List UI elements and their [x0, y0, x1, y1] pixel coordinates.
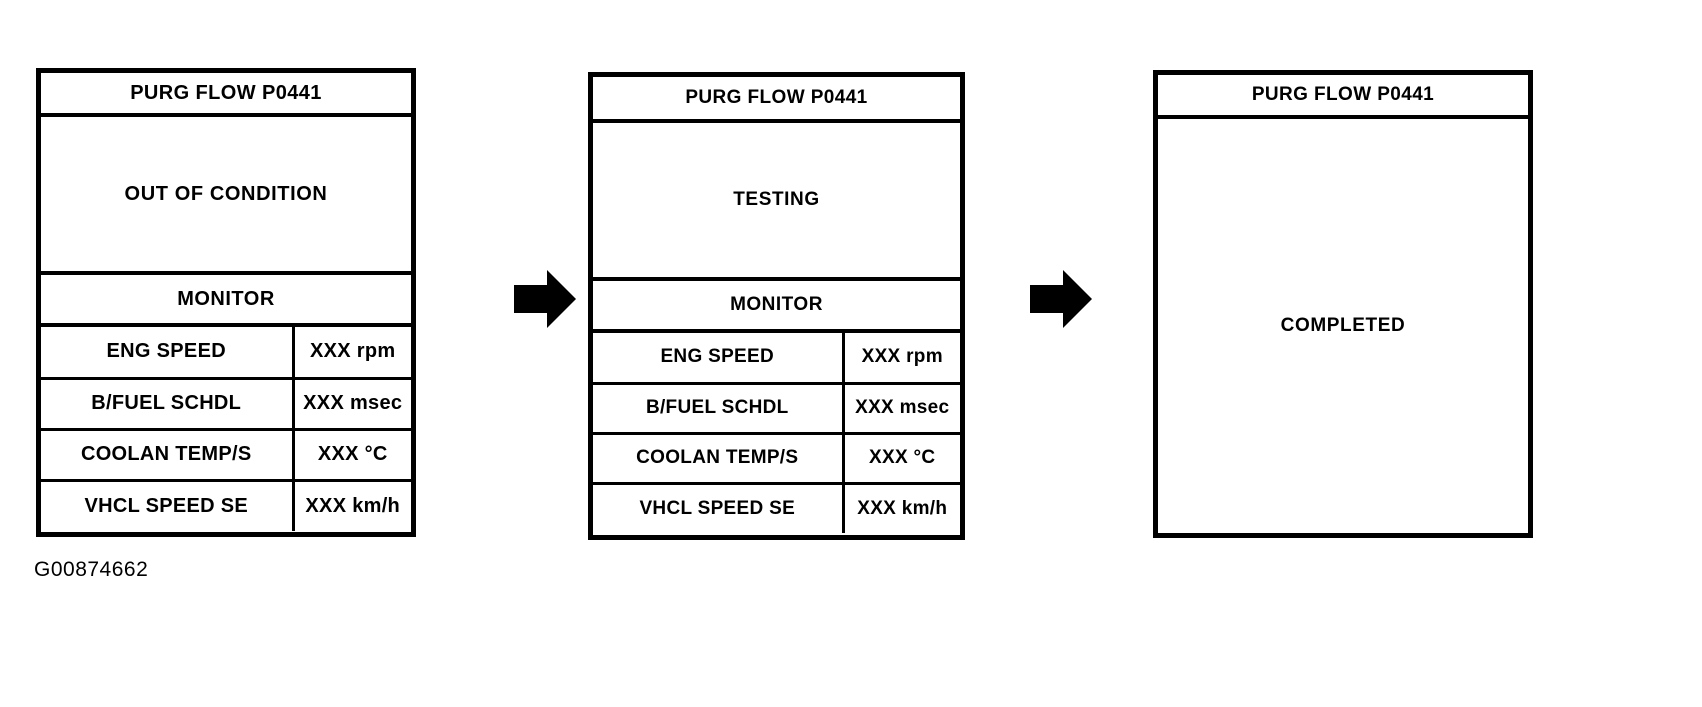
- parameter-value: XXX km/h: [857, 497, 948, 519]
- parameter-value: XXX rpm: [843, 333, 960, 385]
- table-row: ENG SPEED XXX rpm: [593, 333, 960, 385]
- screen-title-text: PURG FLOW P0441: [1251, 84, 1435, 105]
- parameter-label: ENG SPEED: [41, 327, 295, 380]
- table-row: B/FUEL SCHDL XXX msec: [593, 383, 960, 435]
- parameter-label: ENG SPEED: [593, 333, 845, 385]
- parameter-label: COOLAN TEMP/S: [593, 433, 845, 485]
- scan-tool-screen-completed: PURG FLOW P0441 COMPLETED: [1153, 70, 1533, 538]
- parameter-label: B/FUEL SCHDL: [593, 383, 845, 435]
- screen-title-bar: PURG FLOW P0441: [593, 77, 960, 123]
- parameter-value: XXX msec: [843, 383, 960, 435]
- table-row: ENG SPEED XXX rpm: [41, 327, 411, 380]
- parameter-value: XXX msec: [293, 378, 411, 431]
- parameter-value: XXX °C: [843, 433, 960, 485]
- scan-tool-screen-out-of-condition: PURG FLOW P0441 OUT OF CONDITION MONITOR…: [36, 68, 416, 537]
- right-block-arrow-icon: [512, 268, 578, 330]
- test-status-display: TESTING: [593, 123, 960, 281]
- monitor-section-label: MONITOR: [177, 287, 275, 310]
- parameter-label: COOLAN TEMP/S: [41, 429, 295, 482]
- parameter-value: XXX km/h: [305, 494, 401, 517]
- test-status-display: OUT OF CONDITION: [41, 117, 411, 275]
- parameter-label: B/FUEL SCHDL: [41, 378, 295, 431]
- table-row: COOLAN TEMP/S XXX °C: [41, 429, 411, 482]
- test-status-display: COMPLETED: [1158, 119, 1528, 533]
- parameter-value: XXX rpm: [293, 327, 411, 380]
- table-row: VHCL SPEED SE XXX km/h: [593, 483, 960, 533]
- screen-title-bar: PURG FLOW P0441: [41, 73, 411, 117]
- monitor-section-label: MONITOR: [730, 294, 823, 315]
- scan-tool-screen-testing: PURG FLOW P0441 TESTING MONITOR ENG SPEE…: [588, 72, 965, 540]
- test-status-text: COMPLETED: [1280, 315, 1406, 336]
- right-block-arrow-icon: [1028, 268, 1094, 330]
- table-row: COOLAN TEMP/S XXX °C: [593, 433, 960, 485]
- test-status-text: TESTING: [733, 189, 820, 210]
- figure-caption: G00874662: [34, 558, 149, 581]
- screen-title-text: PURG FLOW P0441: [130, 81, 322, 104]
- parameter-label: VHCL SPEED SE: [41, 480, 295, 531]
- screen-title-text: PURG FLOW P0441: [685, 87, 868, 108]
- test-status-text: OUT OF CONDITION: [124, 182, 328, 205]
- parameter-label: VHCL SPEED SE: [593, 483, 845, 533]
- monitor-section-header: MONITOR: [593, 281, 960, 333]
- table-row: VHCL SPEED SE XXX km/h: [41, 480, 411, 531]
- monitor-parameter-table: ENG SPEED XXX rpm B/FUEL SCHDL XXX msec …: [593, 333, 960, 533]
- parameter-value: XXX °C: [293, 429, 411, 482]
- table-row: B/FUEL SCHDL XXX msec: [41, 378, 411, 431]
- monitor-parameter-table: ENG SPEED XXX rpm B/FUEL SCHDL XXX msec …: [41, 327, 411, 531]
- monitor-section-header: MONITOR: [41, 275, 411, 327]
- screen-title-bar: PURG FLOW P0441: [1158, 75, 1528, 119]
